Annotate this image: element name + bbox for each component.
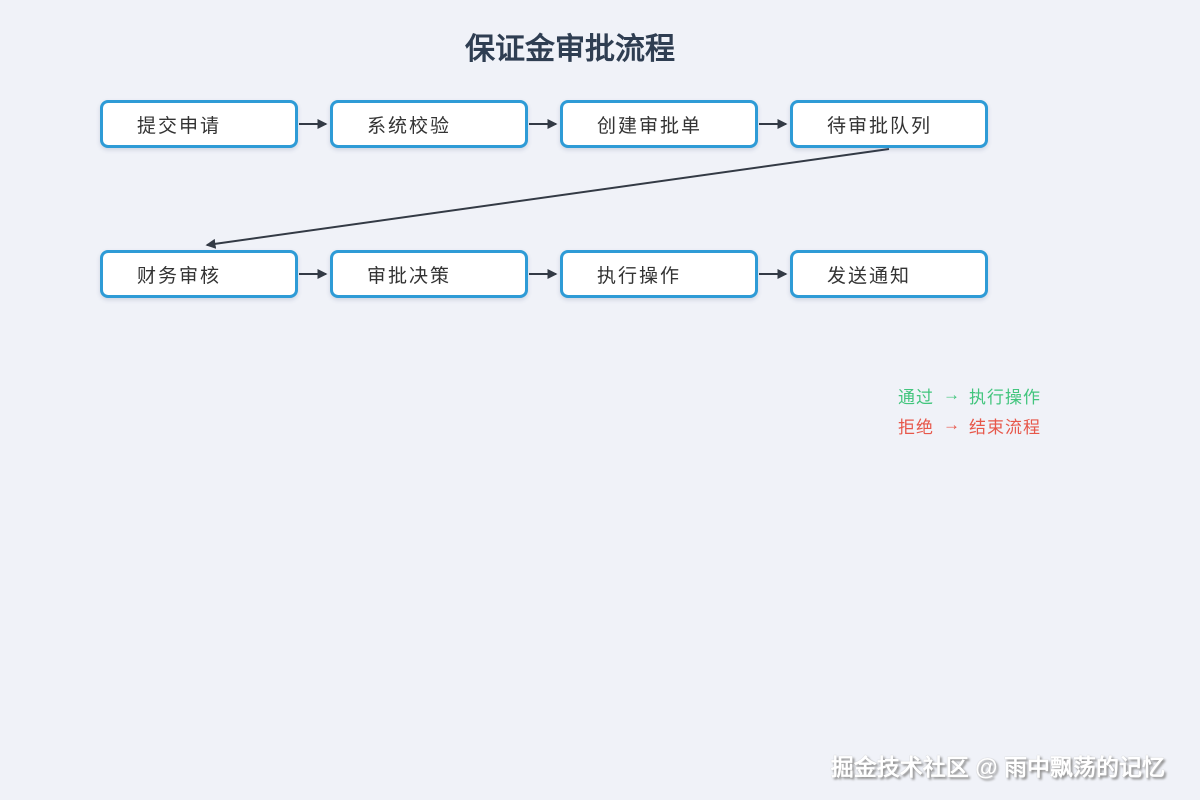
- flow-node-approval-decision: 审批决策: [330, 250, 528, 298]
- flow-node-submit-request: 提交申请: [100, 100, 298, 148]
- legend-pass-label: 通过: [898, 387, 934, 407]
- legend-pass-line: 通过 → 执行操作: [898, 380, 1041, 410]
- flow-node-create-approval: 创建审批单: [560, 100, 758, 148]
- legend-pass-arrow-icon: →: [943, 385, 960, 404]
- arrow-queue-to-finance-icon: [205, 148, 890, 249]
- page-title: 保证金审批流程: [465, 33, 675, 66]
- legend-reject-label: 拒绝: [898, 417, 934, 437]
- flow-node-pending-queue: 待审批队列: [790, 100, 988, 148]
- legend-pass-target: 执行操作: [969, 387, 1041, 407]
- legend-reject-target: 结束流程: [969, 417, 1041, 437]
- flow-node-finance-review: 财务审核: [100, 250, 298, 298]
- legend-reject-line: 拒绝 → 结束流程: [898, 410, 1041, 440]
- legend-reject-arrow-icon: →: [943, 415, 960, 434]
- flow-node-system-check: 系统校验: [330, 100, 528, 148]
- flow-node-execute-action: 执行操作: [560, 250, 758, 298]
- flow-node-send-notification: 发送通知: [790, 250, 988, 298]
- legend: 通过 → 执行操作 拒绝 → 结束流程: [898, 380, 1041, 440]
- watermark: 掘金技术社区 @ 雨中飘荡的记忆: [830, 754, 1165, 780]
